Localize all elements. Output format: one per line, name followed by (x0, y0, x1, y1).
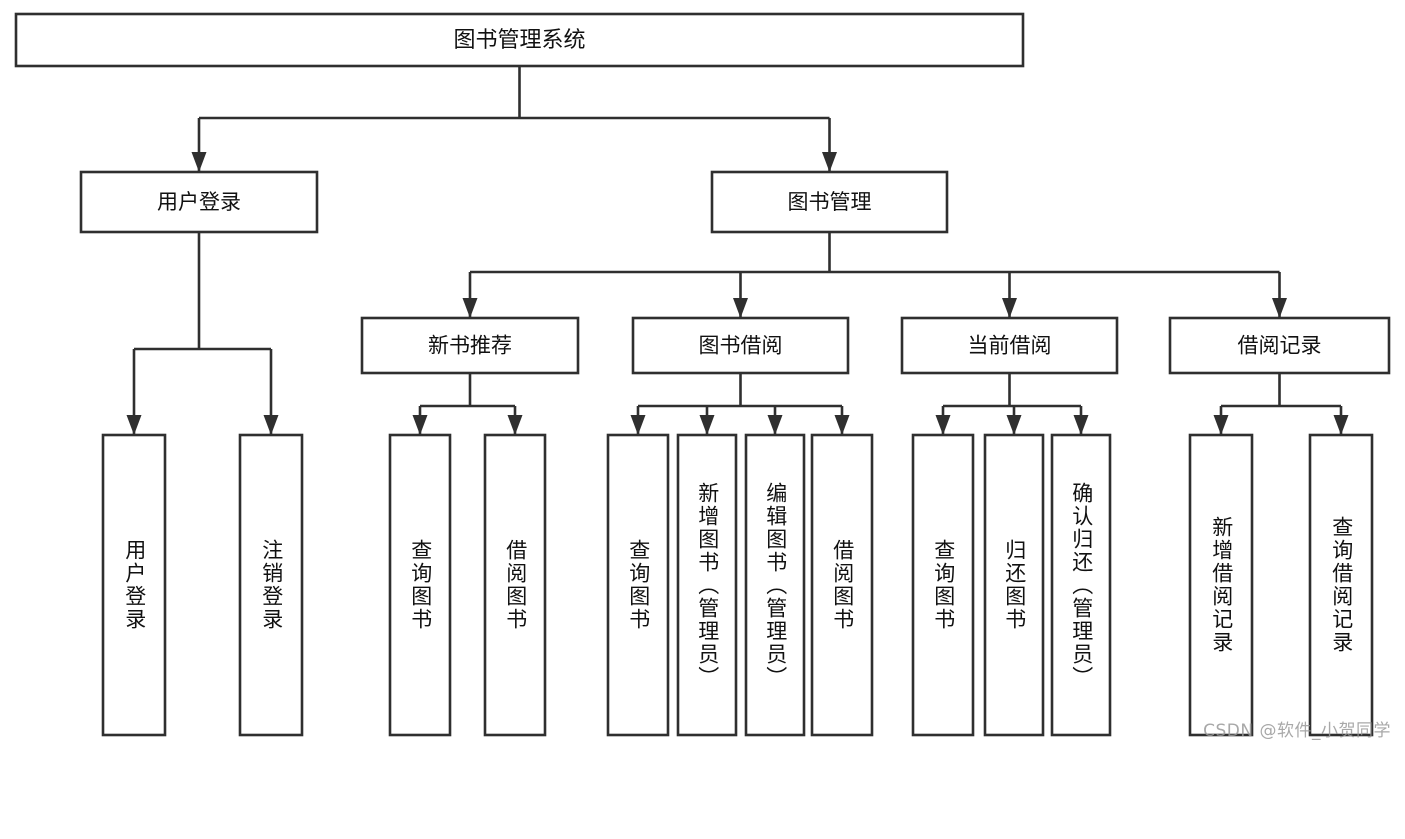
node-label-new-book-recommend: 新书推荐 (428, 334, 512, 358)
node-box-current-borrow[interactable] (900, 316, 1119, 375)
arrow-head-icon-user-login-0 (126, 415, 142, 435)
arrow-head-icon-root-1 (822, 152, 837, 172)
node-box-leaf-user-login[interactable] (101, 433, 167, 737)
arrow-head-icon-root-0 (191, 152, 207, 172)
node-box-leaf-confirm-return[interactable] (1050, 433, 1112, 737)
node-box-root[interactable] (14, 12, 1025, 68)
node-label-current-borrow: 当前借阅 (968, 334, 1052, 358)
arrow-head-icon-borrow-record-1 (1333, 415, 1349, 435)
arrow-head-icon-borrow-record-0 (1213, 415, 1229, 435)
arrow-head-icon-book-borrow-0 (630, 415, 646, 435)
node-box-leaf-query-book-3[interactable] (911, 433, 975, 737)
arrow-head-icon-book-borrow-2 (767, 415, 783, 435)
arrow-head-icon-current-borrow-0 (935, 415, 951, 435)
diagram-root: 图书管理系统用户登录图书管理新书推荐图书借阅当前借阅借阅记录 用户登录注销登录查… (14, 12, 1391, 741)
node-box-leaf-query-borrow-record[interactable] (1308, 433, 1374, 737)
arrow-head-icon-new-book-recommend-0 (412, 415, 428, 435)
node-box-leaf-add-borrow-record[interactable] (1188, 433, 1254, 737)
node-label-book-borrow: 图书借阅 (699, 334, 783, 358)
arrow-head-icon-current-borrow-1 (1006, 415, 1022, 435)
arrow-head-icon-book-mgmt-0 (462, 298, 478, 318)
arrow-head-icon-book-mgmt-1 (733, 298, 748, 318)
node-box-leaf-borrow-book-2[interactable] (810, 433, 874, 737)
node-box-user-login[interactable] (79, 170, 319, 234)
arrow-head-icon-book-mgmt-2 (1002, 298, 1017, 318)
arrow-head-icon-current-borrow-2 (1073, 415, 1089, 435)
node-box-leaf-add-book[interactable] (676, 433, 738, 737)
node-label-book-management: 图书管理 (788, 190, 872, 214)
node-box-leaf-query-book-2[interactable] (606, 433, 670, 737)
arrow-head-icon-book-mgmt-3 (1272, 298, 1287, 318)
node-box-leaf-borrow-book-1[interactable] (483, 433, 547, 737)
watermark-text: CSDN @软件_小贺同学 (1203, 721, 1391, 741)
arrow-head-icon-book-borrow-1 (699, 415, 715, 435)
arrow-head-icon-user-login-1 (263, 415, 279, 435)
node-label-user-login: 用户登录 (157, 190, 241, 214)
arrow-head-icon-book-borrow-3 (834, 415, 850, 435)
node-box-leaf-user-logout[interactable] (238, 433, 304, 737)
node-label-root: 图书管理系统 (453, 28, 585, 53)
arrow-head-icon-new-book-recommend-1 (507, 415, 523, 435)
node-box-leaf-edit-book[interactable] (744, 433, 806, 737)
node-box-new-book-recommend[interactable] (360, 316, 580, 375)
node-box-leaf-return-book[interactable] (983, 433, 1045, 737)
node-label-borrow-record: 借阅记录 (1238, 334, 1322, 358)
node-box-leaf-query-book-1[interactable] (388, 433, 452, 737)
